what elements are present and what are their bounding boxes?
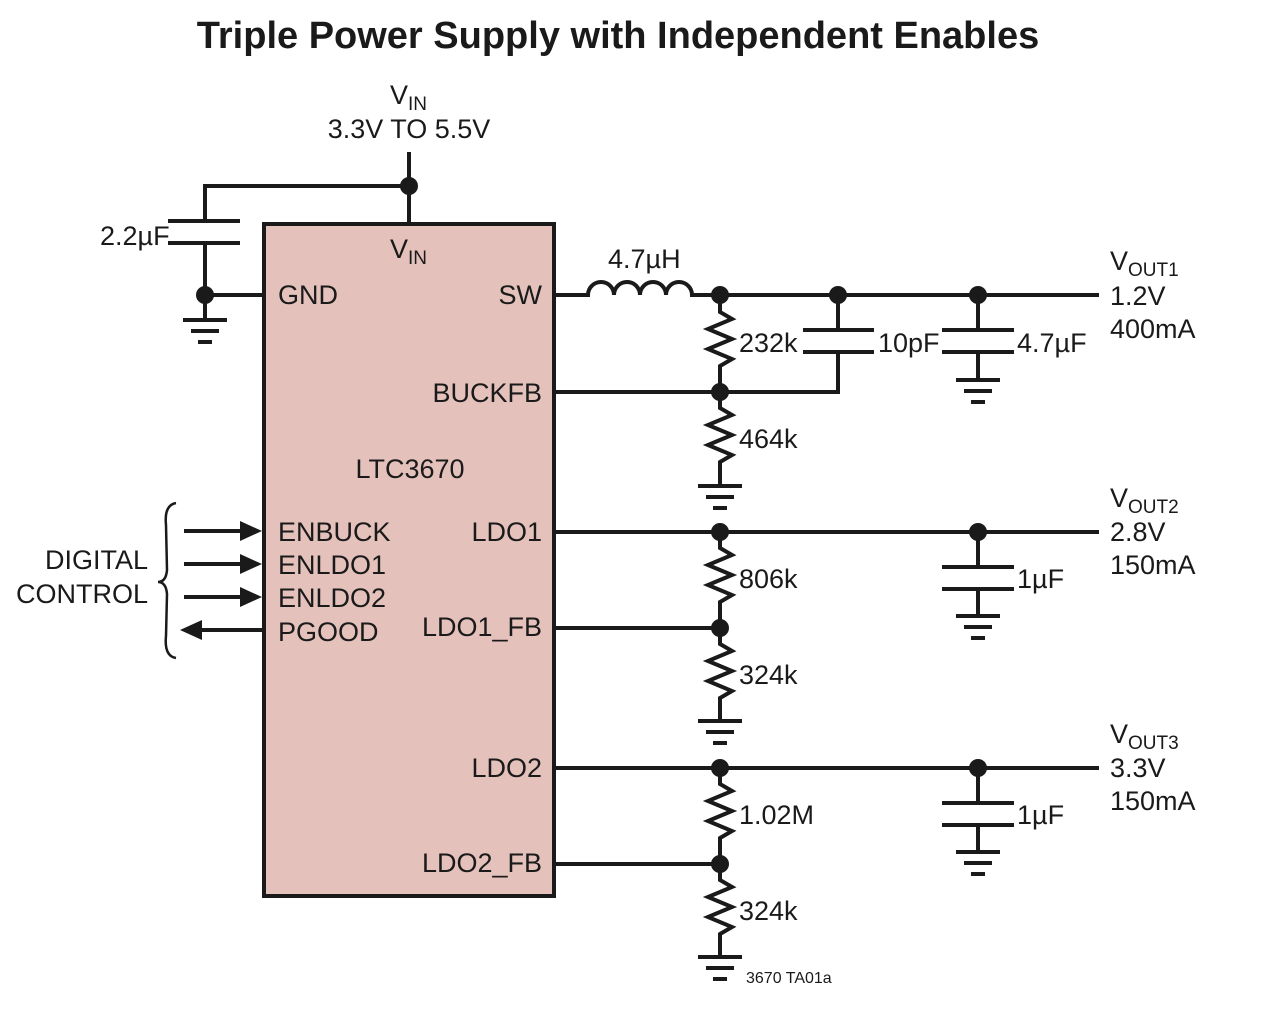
- r-ldo2-top-value: 1.02M: [739, 800, 814, 830]
- r-ldo1-bot-value: 324k: [739, 660, 798, 690]
- r-ldo1-top-value: 806k: [739, 564, 798, 594]
- r-buck-bot-value: 464k: [739, 424, 798, 454]
- vout1-current: 400mA: [1110, 314, 1196, 344]
- pin-sw: SW: [499, 280, 543, 310]
- c-ff-value: 10pF: [878, 328, 940, 358]
- ltc3670-chip: [262, 222, 556, 898]
- pin-enbuck: ENBUCK: [278, 517, 391, 547]
- vout1-voltage: 1.2V: [1110, 281, 1166, 311]
- vout2-current: 150mA: [1110, 550, 1196, 580]
- c-out3-value: 1µF: [1017, 800, 1064, 830]
- digital-control-arrows: [157, 501, 264, 660]
- r-ldo2-bot-value: 324k: [739, 896, 798, 926]
- vout2-voltage: 2.8V: [1110, 517, 1166, 547]
- pin-vin: VIN: [390, 234, 427, 269]
- pin-ldo2: LDO2: [471, 753, 542, 783]
- pin-ldo2-fb: LDO2_FB: [422, 848, 542, 878]
- vin-range: 3.3V TO 5.5V: [328, 114, 491, 144]
- vout2-label: VOUT2: [1110, 483, 1179, 518]
- vout3-current: 150mA: [1110, 786, 1196, 816]
- c-out1-value: 4.7µF: [1017, 328, 1087, 358]
- figure-id: 3670 TA01a: [746, 970, 832, 987]
- ldo2-output-network: [552, 759, 1099, 981]
- pin-ldo1: LDO1: [471, 517, 542, 547]
- pin-gnd: GND: [278, 280, 338, 310]
- vout1-label: VOUT1: [1110, 246, 1179, 281]
- r-buck-top-value: 232k: [739, 328, 798, 358]
- pin-ldo1-fb: LDO1_FB: [422, 612, 542, 642]
- pin-enldo2: ENLDO2: [278, 583, 386, 613]
- vin-wiring: [168, 152, 418, 344]
- c-out2-value: 1µF: [1017, 564, 1064, 594]
- vout3-label: VOUT3: [1110, 719, 1179, 754]
- input-cap-value: 2.2µF: [100, 221, 170, 251]
- digital-control-line2: CONTROL: [16, 579, 148, 609]
- inductor-value: 4.7µH: [608, 244, 681, 274]
- chip-name: LTC3670: [355, 454, 464, 484]
- pin-enldo1: ENLDO1: [278, 550, 386, 580]
- vin-label: VIN: [390, 80, 427, 115]
- diagram-title: Triple Power Supply with Independent Ena…: [197, 15, 1039, 57]
- buck-output-network: [552, 280, 1099, 510]
- digital-control-line1: DIGITAL: [45, 545, 148, 575]
- ldo1-output-network: [552, 523, 1099, 745]
- vout3-voltage: 3.3V: [1110, 753, 1166, 783]
- pin-pgood: PGOOD: [278, 617, 379, 647]
- pin-buckfb: BUCKFB: [432, 378, 542, 408]
